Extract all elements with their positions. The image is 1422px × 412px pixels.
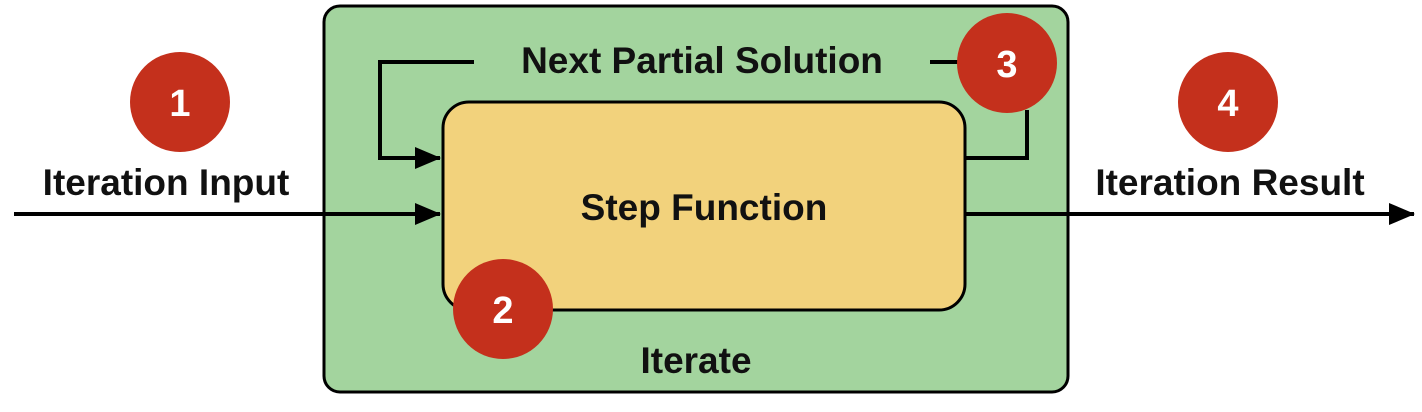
iteration-input-label: Iteration Input: [43, 162, 290, 203]
badge-4-number: 4: [1217, 83, 1238, 125]
badge-1: 1: [130, 52, 230, 152]
iteration-result-label: Iteration Result: [1095, 162, 1364, 203]
step-function-label: Step Function: [581, 187, 828, 228]
badge-4: 4: [1178, 52, 1278, 152]
badge-3: 3: [957, 13, 1057, 113]
badge-3-number: 3: [996, 44, 1017, 86]
badge-2: 2: [453, 259, 553, 359]
feedback-line-left: [378, 60, 474, 169]
next-partial-solution-label: Next Partial Solution: [521, 40, 883, 81]
feedback-line-right: [965, 110, 1029, 160]
step-function-box: [441, 100, 967, 312]
badge-1-number: 1: [169, 83, 190, 125]
iterate-label: Iterate: [640, 340, 751, 381]
badge-2-number: 2: [492, 290, 513, 332]
